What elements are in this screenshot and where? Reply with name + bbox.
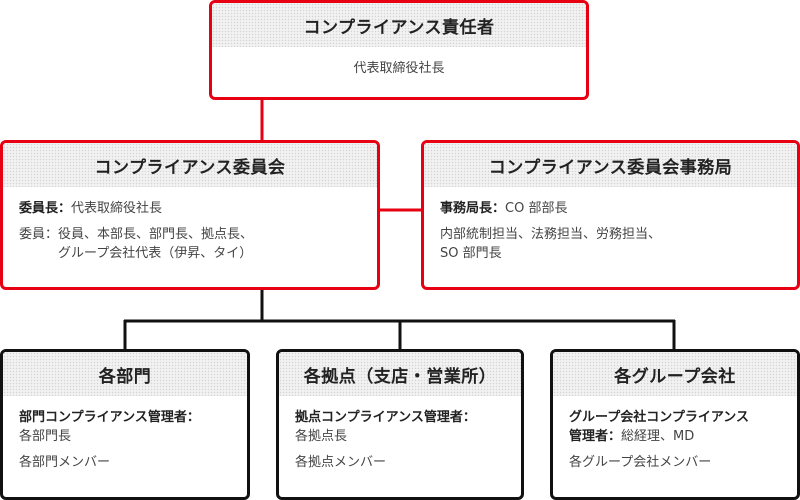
bases-manager-label: 拠点コンプライアンス管理者： [295,410,476,425]
compliance-secretariat-title: コンプライアンス委員会事務局 [424,143,797,187]
departments-members: 各部門メンバー [19,455,111,470]
compliance-secretariat-box: コンプライアンス委員会事務局 事務局長：CO 部部長 内部統制担当、法務担当、労… [421,140,800,290]
committee-members-label: 委員： [19,227,59,242]
departments-manager-value: 各部門長 [19,429,72,444]
bases-members: 各拠点メンバー [295,455,387,470]
bases-title: 各拠点（支店・営業所） [279,352,521,396]
secretariat-lead-label: 事務局長： [440,201,506,216]
secretariat-staff-line1: 内部統制担当、法務担当、労務担当、 [440,227,662,242]
departments-title: 各部門 [3,352,247,396]
group-companies-box: 各グループ会社 グループ会社コンプライアンス 管理者：総経理、MD 各グループ会… [550,349,800,500]
bases-manager-value: 各拠点長 [295,429,348,444]
departments-body: 部門コンプライアンス管理者： 各部門長 各部門メンバー [3,396,247,482]
compliance-committee-box: コンプライアンス委員会 委員長：代表取締役社長 委員： 役員、本部長、部門長、拠… [0,140,380,290]
group-members: 各グループ会社メンバー [569,455,712,470]
committee-members-line2: グループ会社代表（伊昇、タイ） [58,246,253,261]
compliance-committee-body: 委員長：代表取締役社長 委員： 役員、本部長、部門長、拠点長、 グループ会社代表… [3,187,377,273]
compliance-secretariat-body: 事務局長：CO 部部長 内部統制担当、法務担当、労務担当、 SO 部門長 [424,187,797,273]
committee-members: 委員： 役員、本部長、部門長、拠点長、 グループ会社代表（伊昇、タイ） [19,225,361,263]
compliance-committee-title: コンプライアンス委員会 [3,143,377,187]
committee-members-line1: 役員、本部長、部門長、拠点長、 [58,227,254,242]
departments-box: 各部門 部門コンプライアンス管理者： 各部門長 各部門メンバー [0,349,250,500]
compliance-officer-box: コンプライアンス責任者 代表取締役社長 [209,0,589,100]
group-companies-body: グループ会社コンプライアンス 管理者：総経理、MD 各グループ会社メンバー [553,396,797,482]
committee-members-value: 役員、本部長、部門長、拠点長、 グループ会社代表（伊昇、タイ） [58,225,253,263]
group-manager-label-line2: 管理者： [569,429,622,444]
departments-manager-label: 部門コンプライアンス管理者： [19,410,200,425]
compliance-officer-title: コンプライアンス責任者 [212,3,586,47]
committee-chair-label: 委員長： [19,201,72,216]
secretariat-staff-line2: SO 部門長 [440,246,502,261]
group-manager-value: 総経理、MD [621,429,695,444]
bases-box: 各拠点（支店・営業所） 拠点コンプライアンス管理者： 各拠点長 各拠点メンバー [276,349,524,500]
committee-chair-value: 代表取締役社長 [71,201,163,216]
compliance-officer-body: 代表取締役社長 [353,61,445,76]
group-companies-title: 各グループ会社 [553,352,797,396]
bases-body: 拠点コンプライアンス管理者： 各拠点長 各拠点メンバー [279,396,521,482]
secretariat-lead-value: CO 部部長 [505,201,568,216]
group-manager-label-line1: グループ会社コンプライアンス [569,410,750,425]
